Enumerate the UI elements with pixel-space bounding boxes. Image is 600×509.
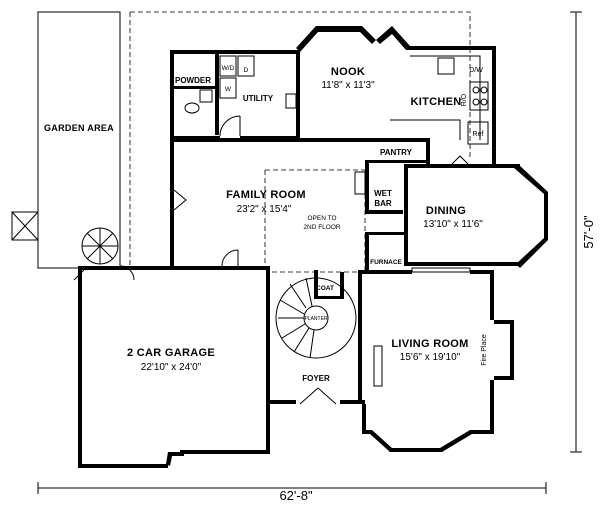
labels: GARDEN AREA POWDER UTILITY NOOK 11'8" x …	[44, 65, 596, 503]
range-label: R/O	[461, 93, 468, 106]
wet-bar-label-1: WET	[374, 189, 392, 198]
nook-label: NOOK	[331, 66, 365, 78]
foyer-label: FOYER	[302, 374, 330, 383]
overall-width: 62'-8"	[279, 488, 313, 503]
kitchen-label: KITCHEN	[411, 96, 462, 108]
furnace-label: FURNACE	[370, 259, 402, 266]
family-room-note-2: 2ND FLOOR	[303, 224, 341, 231]
washer-dryer-label: W/D	[222, 65, 235, 72]
garage-label: 2 CAR GARAGE	[127, 347, 215, 359]
living-room-size: 15'6" x 19'10"	[400, 352, 461, 363]
utility-label: UTILITY	[243, 94, 274, 103]
walls	[78, 26, 548, 468]
coat-label: COAT	[316, 285, 334, 292]
garden-area	[11, 11, 121, 269]
garage-size: 22'10" x 24'0"	[141, 362, 202, 373]
dishwasher-label: D/W	[469, 67, 483, 74]
water-label: W	[225, 86, 232, 93]
dryer-label: D	[244, 67, 249, 74]
living-room-label: LIVING ROOM	[391, 338, 468, 350]
refrigerator-label: Ref	[473, 131, 484, 138]
pantry-label: PANTRY	[380, 148, 413, 157]
dining-label: DINING	[426, 205, 466, 217]
family-room-note-1: OPEN TO	[307, 215, 336, 222]
garden-label: GARDEN AREA	[44, 123, 114, 133]
planter-label: PLANTER	[304, 316, 327, 322]
fireplace-label: Fire Place	[481, 334, 488, 366]
family-room-size: 23'2" x 15'4"	[237, 204, 292, 215]
powder-label: POWDER	[175, 76, 211, 85]
overall-depth: 57'-0"	[581, 215, 596, 249]
dining-size: 13'10" x 11'6"	[423, 219, 483, 230]
details	[37, 11, 582, 494]
family-room-label: FAMILY ROOM	[226, 189, 306, 201]
wet-bar-label-2: BAR	[374, 199, 392, 208]
nook-size: 11'8" x 11'3"	[321, 80, 375, 91]
